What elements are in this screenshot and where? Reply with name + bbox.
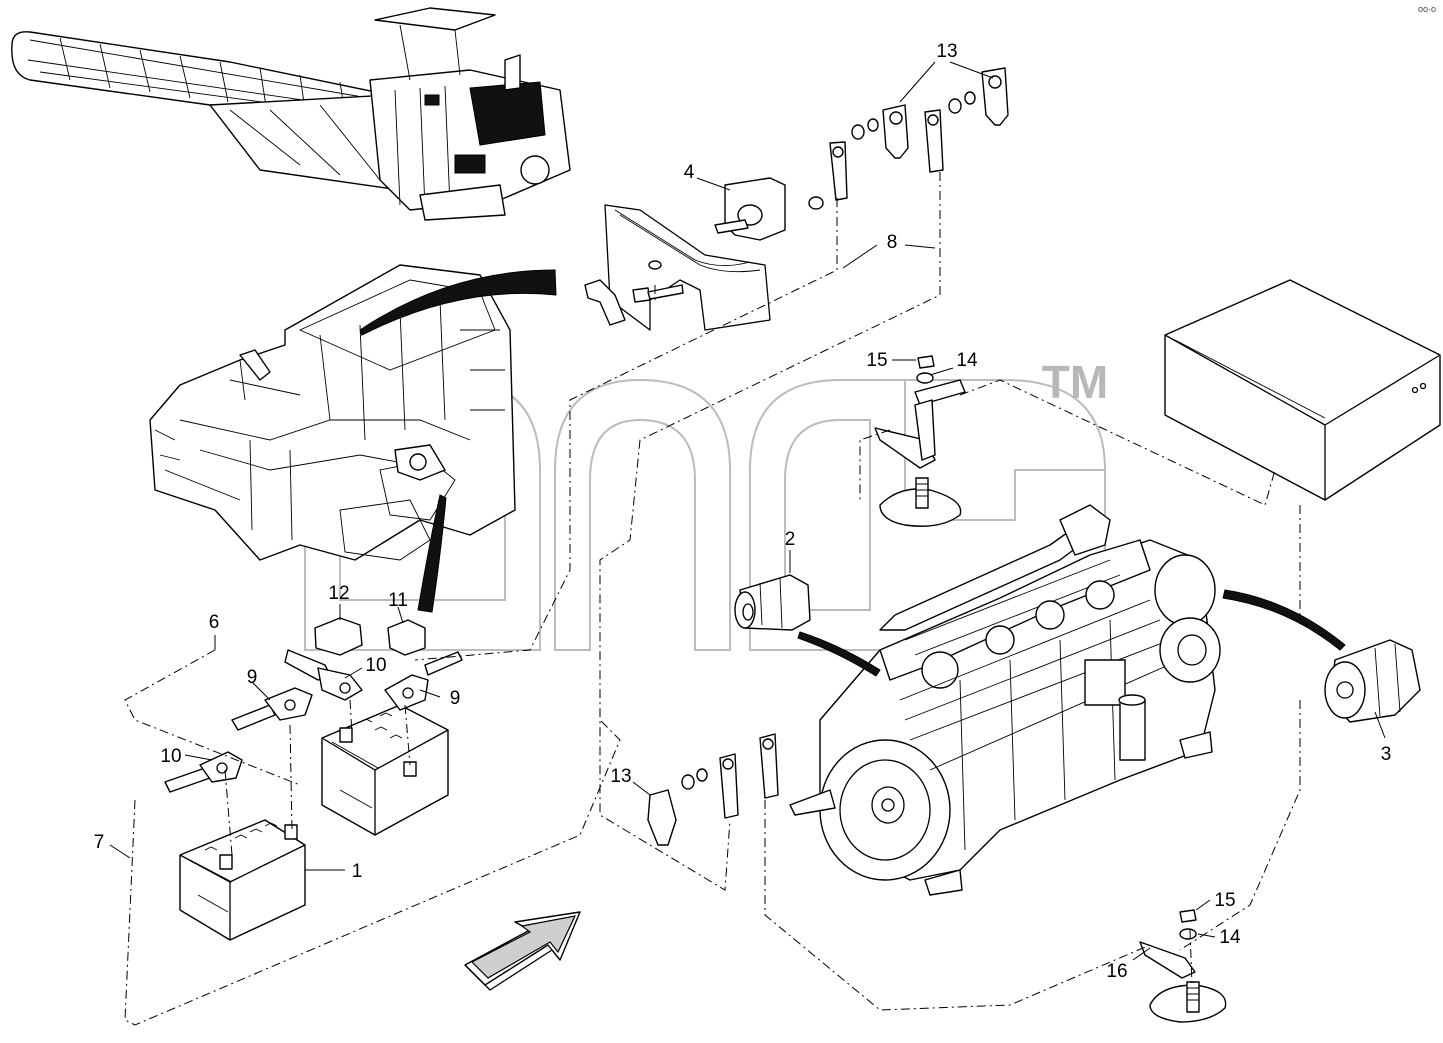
callout-16: 16 [1106, 961, 1127, 982]
machine-overview [11, 7, 571, 221]
callout-6: 6 [209, 612, 220, 633]
watermark-tm: TM [1042, 356, 1108, 408]
callout-1: 1 [352, 861, 363, 882]
battery-upper [321, 704, 449, 836]
battery-switch-assembly [584, 67, 1009, 331]
engine-mount-upper [874, 355, 966, 527]
battery-lower [179, 819, 306, 941]
callout-11: 11 [388, 590, 408, 611]
lower-terminals [647, 733, 779, 846]
corner-mark: oo·o [1418, 4, 1436, 14]
chassis-frame [149, 264, 557, 613]
callout-3: 3 [1381, 744, 1392, 765]
engine [789, 504, 1221, 896]
cable-routes [124, 172, 1301, 1026]
callout-10-upper: 10 [365, 655, 386, 676]
callout-9-left: 9 [247, 667, 258, 688]
callout-labels: 13 4 8 15 14 2 12 11 6 10 9 9 10 3 13 7 … [94, 41, 1392, 982]
callout-12: 12 [328, 583, 349, 604]
callout-14-upper: 14 [956, 350, 978, 371]
callout-14-lower: 14 [1219, 927, 1241, 948]
alternator [1222, 589, 1421, 723]
starter-motor [734, 574, 881, 677]
direction-arrow-icon [464, 911, 581, 991]
callout-15-lower: 15 [1214, 890, 1235, 911]
callout-2: 2 [785, 529, 796, 550]
callout-10-lower: 10 [160, 746, 181, 767]
cable-clamps [164, 617, 463, 793]
callout-9-right: 9 [450, 688, 461, 709]
engine-mount-lower [1139, 909, 1227, 1023]
callout-8: 8 [887, 232, 898, 253]
callout-15-upper: 15 [866, 350, 887, 371]
callout-7: 7 [94, 832, 105, 853]
callout-4: 4 [684, 162, 695, 183]
battery-box-cover [1164, 279, 1441, 501]
leader-lines [109, 61, 1386, 961]
callout-13-lower: 13 [610, 766, 631, 787]
callout-13-upper: 13 [936, 41, 957, 62]
